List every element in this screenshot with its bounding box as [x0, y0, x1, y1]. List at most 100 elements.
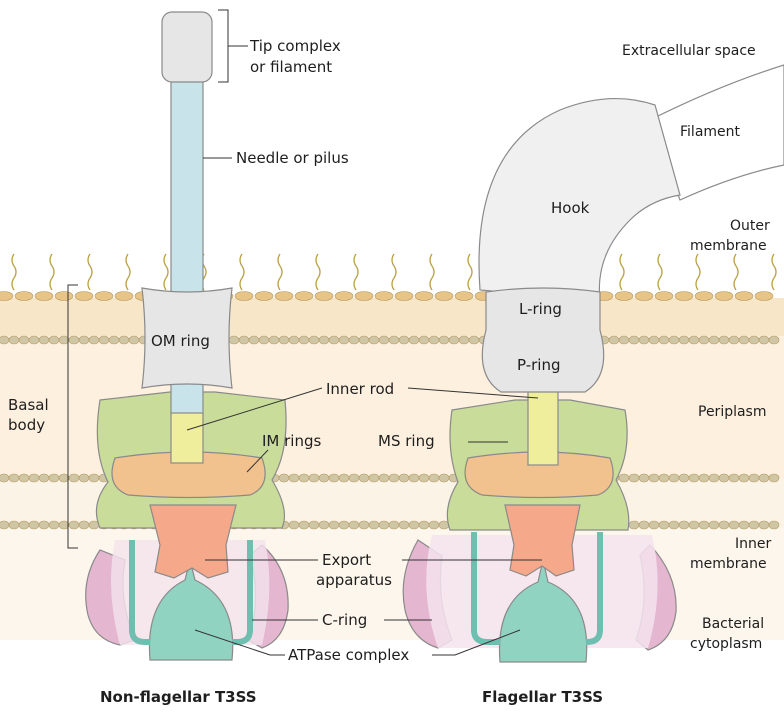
- label-p-ring: P-ring: [517, 356, 561, 374]
- outer-membrane-head: [639, 336, 649, 344]
- inner-membrane-head: [359, 521, 369, 529]
- outer-membrane-head: [395, 292, 413, 301]
- inner-membrane-head: [69, 474, 79, 482]
- outer-membrane-head: [699, 336, 709, 344]
- outer-membrane-head: [249, 336, 259, 344]
- nf-inner-rod: [171, 413, 203, 463]
- outer-membrane-head: [329, 336, 339, 344]
- outer-membrane-head: [295, 292, 313, 301]
- outer-membrane-head: [19, 336, 29, 344]
- label-basal-1: Basal: [8, 396, 49, 414]
- inner-membrane-head: [339, 521, 349, 529]
- inner-membrane-head: [299, 521, 309, 529]
- outer-membrane-head: [419, 336, 429, 344]
- inner-membrane-head: [339, 474, 349, 482]
- inner-membrane-head: [329, 474, 339, 482]
- inner-membrane-head: [349, 521, 359, 529]
- inner-membrane-head: [19, 521, 29, 529]
- inner-membrane-head: [729, 474, 739, 482]
- outer-membrane-head: [415, 292, 433, 301]
- outer-membrane-head: [719, 336, 729, 344]
- outer-membrane-head: [109, 336, 119, 344]
- inner-membrane-head: [439, 474, 449, 482]
- outer-membrane-head: [649, 336, 659, 344]
- outer-membrane-head: [15, 292, 33, 301]
- label-outer-1: Outer: [730, 218, 770, 234]
- inner-membrane-head: [629, 474, 639, 482]
- outer-membrane-head: [269, 336, 279, 344]
- lps-chain: [696, 254, 700, 290]
- outer-membrane-head: [89, 336, 99, 344]
- outer-membrane-head: [235, 292, 253, 301]
- lps-chain: [620, 254, 624, 290]
- inner-membrane-head: [689, 521, 699, 529]
- inner-membrane-head: [689, 474, 699, 482]
- title-flagellar: Flagellar T3SS: [482, 688, 603, 706]
- inner-membrane-head: [659, 521, 669, 529]
- outer-membrane-head: [759, 336, 769, 344]
- outer-membrane-head: [655, 292, 673, 301]
- label-periplasm: Periplasm: [698, 404, 767, 420]
- label-bacterial-1: Bacterial: [702, 616, 764, 632]
- inner-membrane-head: [669, 521, 679, 529]
- outer-membrane-core: [0, 298, 784, 336]
- fl-export-apparatus: [505, 505, 580, 576]
- inner-membrane-head: [309, 521, 319, 529]
- inner-membrane-head: [389, 474, 399, 482]
- outer-membrane-head: [729, 336, 739, 344]
- nf-export-apparatus: [150, 505, 236, 578]
- outer-membrane-head: [469, 336, 479, 344]
- outer-membrane-head: [279, 336, 289, 344]
- inner-membrane-head: [29, 474, 39, 482]
- label-l-ring: L-ring: [519, 300, 562, 318]
- outer-membrane-head: [55, 292, 73, 301]
- inner-membrane-head: [719, 474, 729, 482]
- lps-chain: [430, 254, 434, 290]
- inner-membrane-head: [39, 521, 49, 529]
- outer-membrane-head: [239, 336, 249, 344]
- inner-membrane-head: [9, 474, 19, 482]
- inner-membrane-head: [749, 474, 759, 482]
- outer-membrane-head: [49, 336, 59, 344]
- inner-membrane-head: [369, 474, 379, 482]
- inner-membrane-head: [719, 521, 729, 529]
- outer-membrane-head: [695, 292, 713, 301]
- inner-membrane-head: [19, 474, 29, 482]
- label-ms-ring: MS ring: [378, 432, 435, 450]
- inner-membrane-head: [729, 521, 739, 529]
- lps-chain: [88, 254, 92, 290]
- outer-membrane-head: [439, 336, 449, 344]
- label-c-ring: C-ring: [322, 611, 367, 629]
- label-extracellular: Extracellular space: [622, 43, 756, 59]
- outer-membrane-head: [309, 336, 319, 344]
- lps-chain: [278, 254, 282, 290]
- outer-membrane-head: [449, 336, 459, 344]
- inner-membrane-head: [399, 521, 409, 529]
- outer-membrane-head: [229, 336, 239, 344]
- inner-membrane-head: [49, 474, 59, 482]
- label-hook: Hook: [551, 199, 590, 217]
- outer-membrane-head: [255, 292, 273, 301]
- inner-membrane-head: [699, 521, 709, 529]
- inner-membrane-head: [369, 521, 379, 529]
- inner-membrane-head: [419, 474, 429, 482]
- lps-chain: [772, 254, 776, 290]
- outer-membrane-head: [739, 336, 749, 344]
- outer-membrane-head: [669, 336, 679, 344]
- outer-membrane-head: [619, 336, 629, 344]
- inner-membrane-head: [649, 521, 659, 529]
- lps-chain: [240, 254, 244, 290]
- lps-chain: [316, 254, 320, 290]
- outer-membrane-head: [275, 292, 293, 301]
- outer-membrane-head: [635, 292, 653, 301]
- inner-membrane-head: [699, 474, 709, 482]
- outer-membrane-head: [709, 336, 719, 344]
- inner-membrane-head: [639, 474, 649, 482]
- outer-membrane-head: [119, 336, 129, 344]
- inner-membrane-head: [9, 521, 19, 529]
- label-im-rings: IM rings: [262, 432, 321, 450]
- lps-chain: [392, 254, 396, 290]
- inner-membrane-head: [649, 474, 659, 482]
- lps-chains: [12, 254, 776, 290]
